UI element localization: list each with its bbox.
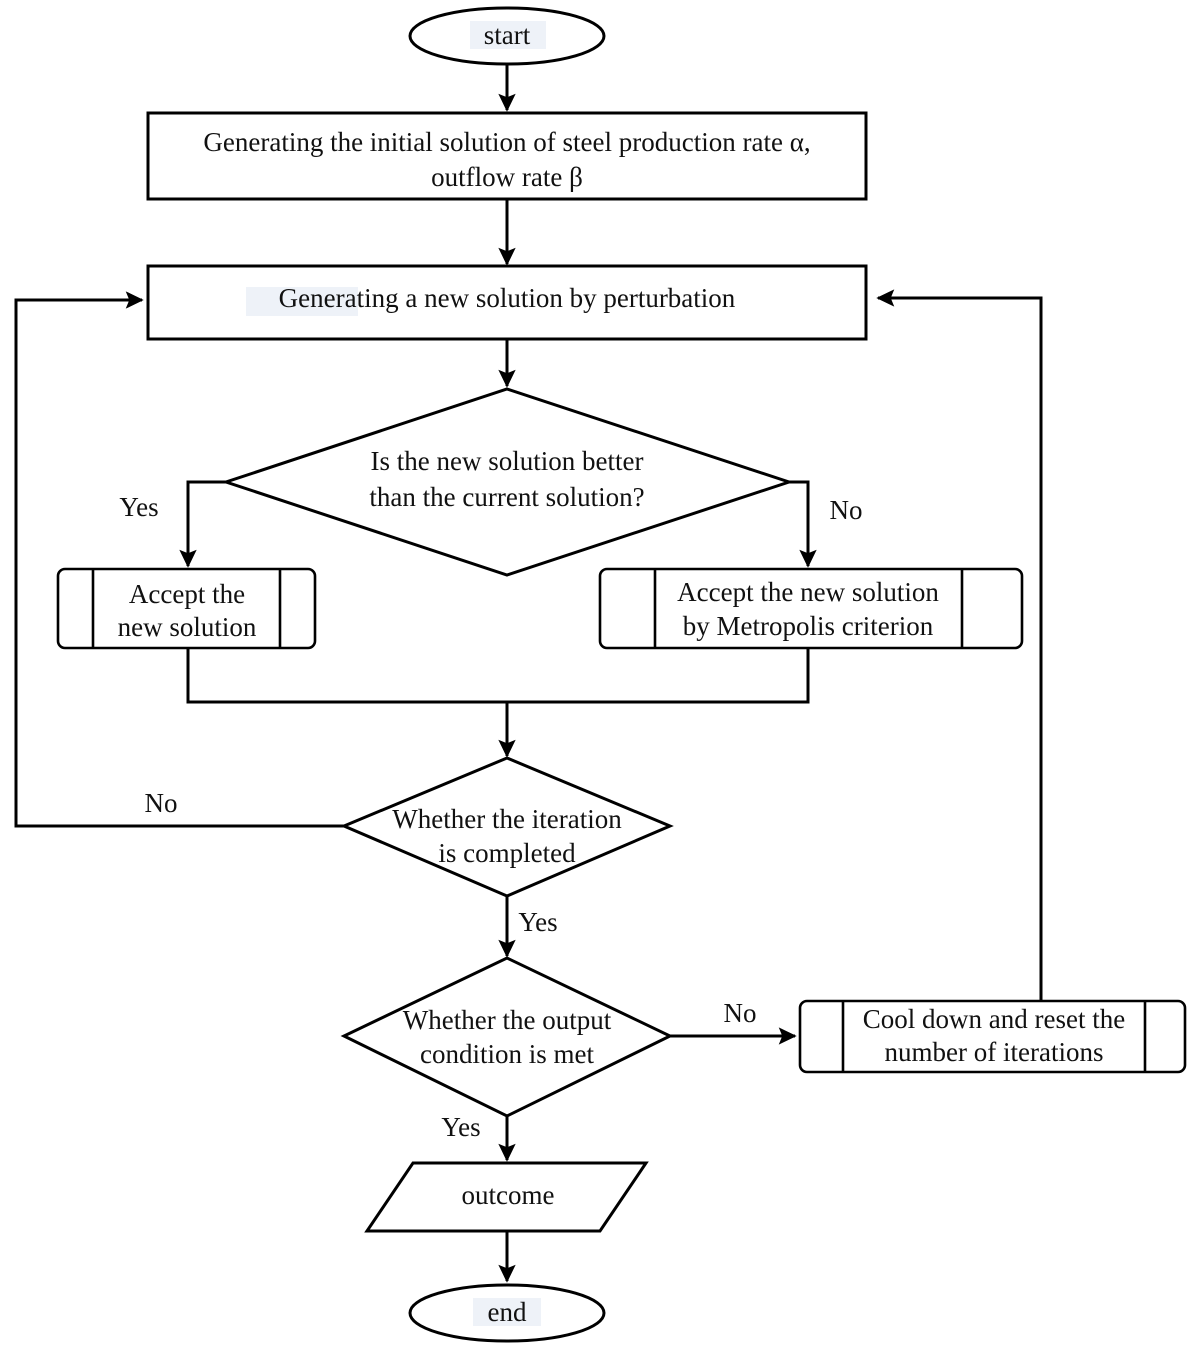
edge-label-output-no: No	[724, 998, 757, 1028]
outcome-label: outcome	[462, 1180, 555, 1210]
init-label-line1: Generating the initial solution of steel…	[203, 127, 810, 157]
cool-down-line2: number of iterations	[885, 1037, 1104, 1067]
decision-output-shape	[340, 956, 674, 1118]
accept-new-shape	[56, 567, 317, 650]
decision-iteration-line2: is completed	[438, 838, 576, 868]
cool-down-shape	[798, 999, 1187, 1074]
decision-iteration-shape	[340, 756, 674, 898]
edge-iteration-no-to-perturb	[14, 291, 344, 828]
node-perturb[interactable]: Generating a new solution by perturbatio…	[146, 264, 868, 341]
accept-metropolis-line1: Accept the new solution	[677, 577, 939, 607]
edge-accept-new-to-merge	[186, 648, 507, 704]
node-decision-iteration[interactable]: Whether the iteration is completed	[340, 756, 674, 898]
outcome-shape	[364, 1161, 649, 1233]
init-process-shape	[146, 111, 868, 201]
end-label: end	[488, 1297, 527, 1327]
decision-output-line1: Whether the output	[403, 1005, 612, 1035]
accept-metropolis-line2: by Metropolis criterion	[683, 611, 934, 641]
perturb-label-highlight	[246, 287, 358, 316]
node-outcome[interactable]: outcome	[364, 1161, 649, 1233]
decision-output-line2: condition is met	[420, 1039, 594, 1069]
edge-label-better-yes: Yes	[119, 492, 158, 522]
decision-better-line1: Is the new solution better	[371, 446, 644, 476]
node-decision-output[interactable]: Whether the output condition is met	[340, 956, 674, 1118]
edge-accept-metropolis-to-merge	[507, 648, 810, 704]
accept-new-line1: Accept the	[129, 579, 245, 609]
perturb-label: Generating a new solution by perturbatio…	[279, 283, 736, 313]
start-label: start	[484, 20, 531, 50]
start-label-highlight	[470, 21, 546, 49]
init-label-line2: outflow rate β	[431, 162, 583, 192]
decision-iteration-line1: Whether the iteration	[392, 804, 622, 834]
node-cool-down[interactable]: Cool down and reset the number of iterat…	[798, 999, 1187, 1074]
node-init[interactable]: Generating the initial solution of steel…	[146, 111, 868, 201]
node-accept-metropolis[interactable]: Accept the new solution by Metropolis cr…	[598, 567, 1024, 650]
edge-better-no-to-accept-metropolis	[789, 480, 817, 568]
edge-better-yes-to-accept-new	[179, 480, 226, 568]
end-label-highlight	[473, 1298, 541, 1326]
accept-new-line2: new solution	[118, 612, 257, 642]
node-start[interactable]: start	[408, 6, 606, 66]
node-end[interactable]: end	[408, 1283, 606, 1343]
node-decision-better[interactable]: Is the new solution better than the curr…	[221, 387, 794, 577]
cool-down-line1: Cool down and reset the	[863, 1004, 1125, 1034]
edge-label-better-no: No	[830, 495, 863, 525]
decision-better-line2: than the current solution?	[369, 482, 644, 512]
node-accept-new[interactable]: Accept the new solution	[56, 567, 317, 650]
accept-metropolis-shape	[598, 567, 1024, 650]
decision-better-shape	[221, 387, 794, 577]
edge-label-iteration-no: No	[145, 788, 178, 818]
edge-cool-down-to-perturb	[876, 289, 1043, 1002]
edge-label-iteration-yes: Yes	[518, 907, 557, 937]
edge-label-output-yes: Yes	[441, 1112, 480, 1142]
